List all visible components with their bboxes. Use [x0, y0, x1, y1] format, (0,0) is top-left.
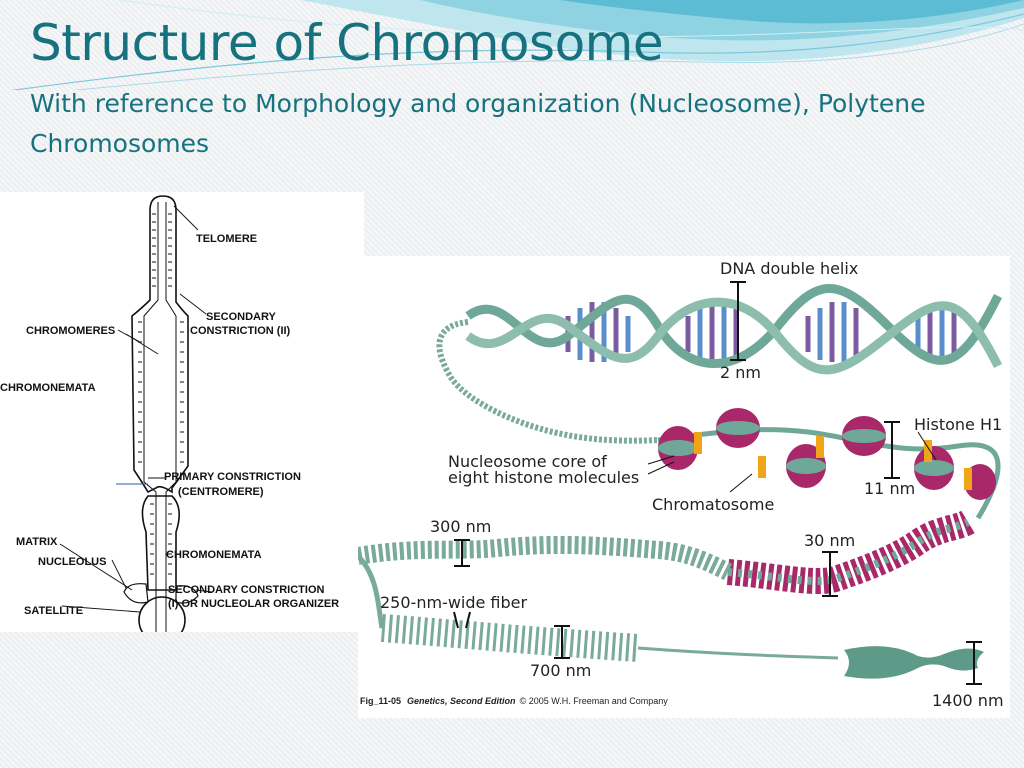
- label-matrix: MATRIX: [16, 536, 58, 548]
- label-chromatosome: Chromatosome: [652, 495, 774, 514]
- slide-title: Structure of Chromosome: [30, 14, 664, 72]
- label-thirty-nm: 30 nm: [804, 531, 855, 550]
- chromatin-packing-figure: DNA double helix 2 nm Histone H1 Nucleos…: [356, 256, 1010, 718]
- label-nucleosome-core-line2: eight histone molecules: [448, 468, 639, 487]
- label-satellite: SATELLITE: [24, 605, 83, 617]
- label-telomere: TELOMERE: [196, 233, 257, 245]
- chromosome-morphology-figure: TELOMERE SECONDARY CONSTRICTION (II) CHR…: [0, 192, 364, 644]
- credit-book-title: Genetics, Second Edition: [407, 696, 516, 706]
- label-secondary-constriction-2-line2: CONSTRICTION (II): [190, 325, 291, 337]
- label-chromonemata-bottom: CHROMONEMATA: [166, 549, 262, 561]
- metaphase-chromosome-drawing: [844, 646, 984, 679]
- measurement-bars: [453, 281, 982, 685]
- label-primary-constriction-line1: PRIMARY CONSTRICTION: [164, 471, 301, 483]
- seven-hundred-nm-fiber-drawing: [381, 614, 639, 662]
- label-eleven-nm: 11 nm: [864, 479, 915, 498]
- label-250-nm-fiber: 250-nm-wide fiber: [380, 593, 528, 612]
- label-seven-hundred-nm: 700 nm: [530, 661, 591, 680]
- three-hundred-nm-fiber-drawing: [356, 535, 733, 581]
- label-primary-constriction-line2: (CENTROMERE): [178, 486, 264, 498]
- label-dna-double-helix: DNA double helix: [720, 259, 858, 278]
- chromosome-drawing: [123, 195, 199, 644]
- label-fourteen-hundred-nm: 1400 nm: [932, 691, 1004, 710]
- thirty-nm-fiber-drawing: [726, 510, 975, 595]
- label-nucleosome-core-line1: Nucleosome core of: [448, 452, 607, 471]
- label-nucleolus: NUCLEOLUS: [38, 556, 106, 568]
- label-secondary-constriction-1-line2: (I) OR NUCLEOLAR ORGANIZER: [168, 598, 339, 610]
- leader-lines: [59, 205, 213, 613]
- slide-subtitle: With reference to Morphology and organiz…: [30, 89, 926, 158]
- label-three-hundred-nm: 300 nm: [430, 517, 491, 536]
- label-chromomeres: CHROMOMERES: [26, 325, 115, 337]
- label-histone-h1: Histone H1: [914, 415, 1002, 434]
- figure-credit: Fig_11-05 Genetics, Second Edition © 2005 …: [360, 696, 668, 706]
- label-two-nm: 2 nm: [720, 363, 761, 382]
- credit-publisher: © 2005 W.H. Freeman and Company: [520, 696, 669, 706]
- label-secondary-constriction-1-line1: SECONDARY CONSTRICTION: [168, 584, 325, 596]
- label-secondary-constriction-2-line1: SECONDARY: [206, 311, 277, 323]
- dna-coil-drawing: [436, 319, 659, 444]
- credit-fig-number: Fig_11-05: [360, 696, 401, 706]
- dna-double-helix-drawing: [465, 284, 1003, 375]
- label-chromonemata-top: CHROMONEMATA: [0, 382, 96, 394]
- pointer-lines: [647, 431, 937, 493]
- nucleosome-fiber-drawing: [657, 408, 1001, 520]
- header-wave-decoration: [10, 0, 1024, 90]
- chromomere-beads: [138, 213, 184, 575]
